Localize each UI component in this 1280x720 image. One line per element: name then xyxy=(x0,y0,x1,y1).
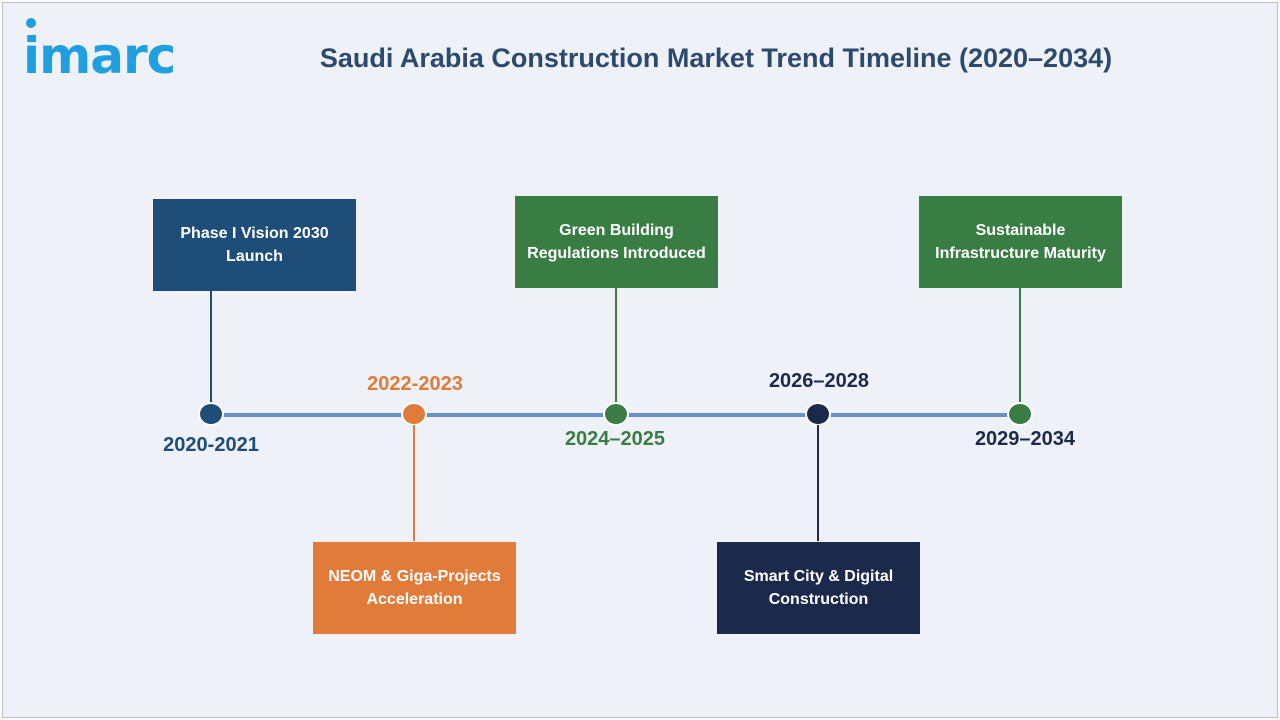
milestone-node-4 xyxy=(805,402,831,426)
imarc-logo: imarc xyxy=(23,27,176,85)
milestone-box-4: Smart City & Digital Construction xyxy=(717,542,920,634)
page-title: Saudi Arabia Construction Market Trend T… xyxy=(319,43,1113,73)
logo-dot xyxy=(26,18,36,28)
milestone-stem-4 xyxy=(817,425,819,541)
milestone-label-5: Sustainable Infrastructure Maturity xyxy=(935,222,1106,262)
milestone-year-2: 2022-2023 xyxy=(367,373,463,395)
milestone-box-3: Green Building Regulations Introduced xyxy=(515,196,718,288)
milestone-year-3: 2024–2025 xyxy=(564,428,666,450)
milestone-year-4: 2026–2028 xyxy=(768,370,870,392)
milestone-label-4: Smart City & Digital Construction xyxy=(743,568,894,608)
milestone-node-1 xyxy=(198,402,224,426)
milestone-node-5 xyxy=(1007,402,1033,426)
milestone-year-5: 2029–2034 xyxy=(974,428,1076,450)
milestone-box-2: NEOM & Giga-Projects Acceleration xyxy=(313,542,516,634)
milestone-node-2 xyxy=(401,402,427,426)
milestone-box-5: Sustainable Infrastructure Maturity xyxy=(919,196,1122,288)
milestone-stem-5 xyxy=(1019,288,1021,403)
milestone-stem-1 xyxy=(210,291,212,403)
milestone-stem-2 xyxy=(413,425,415,541)
milestone-box-1: Phase I Vision 2030 Launch xyxy=(153,199,356,291)
milestone-year-1: 2020-2021 xyxy=(163,434,259,456)
milestone-label-3: Green Building Regulations Introduced xyxy=(527,222,706,262)
milestone-label-2: NEOM & Giga-Projects Acceleration xyxy=(328,568,501,608)
milestone-node-3 xyxy=(603,402,629,426)
milestone-label-1: Phase I Vision 2030 Launch xyxy=(180,225,329,265)
milestone-stem-3 xyxy=(615,288,617,403)
